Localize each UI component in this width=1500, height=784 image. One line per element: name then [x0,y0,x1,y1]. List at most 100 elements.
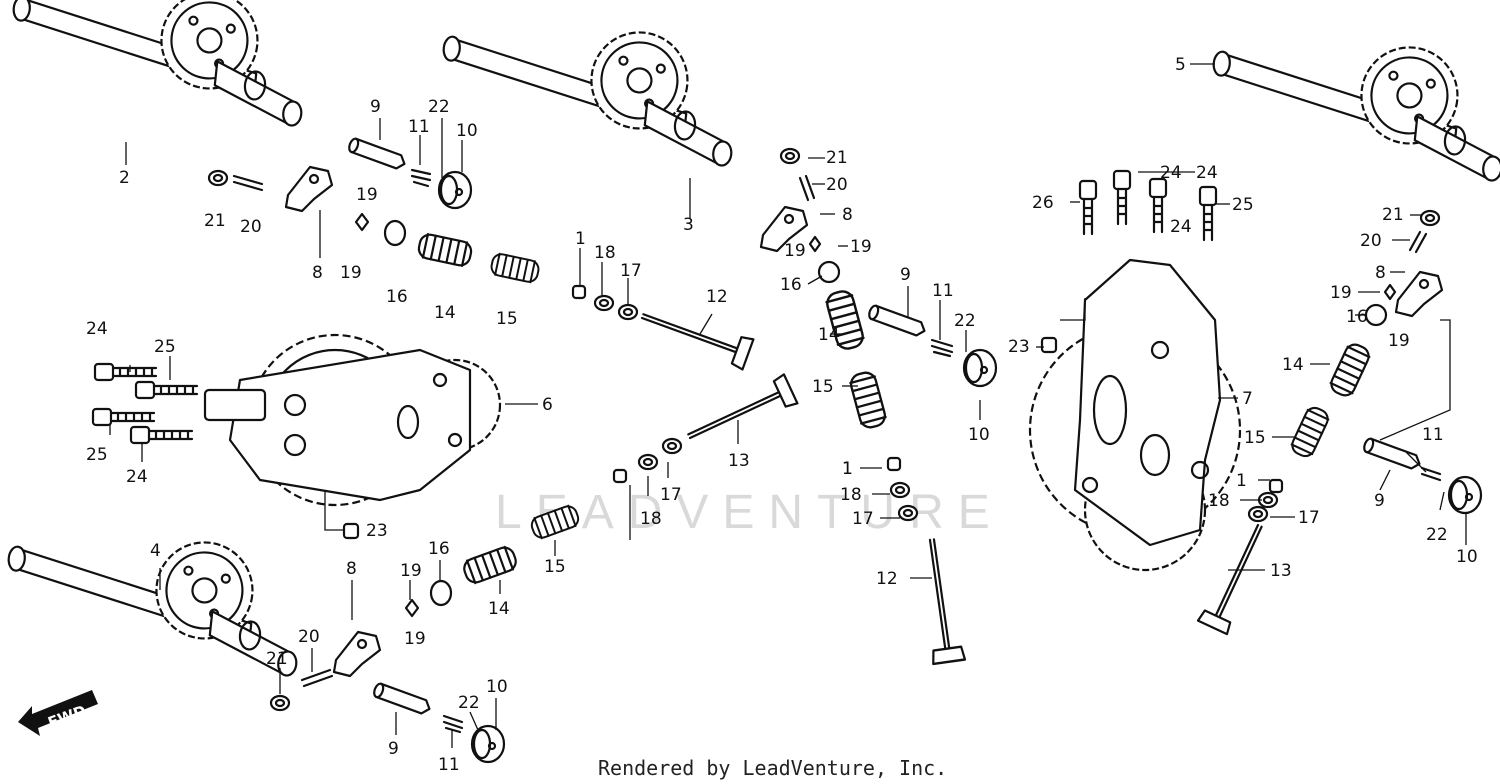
callout: 24 [86,319,108,339]
valve-parts-center-bottom [612,437,683,484]
cap-16-upper [383,219,407,247]
spring-14-upper [415,231,475,269]
capnut-10-right [1447,475,1483,515]
callout: 22 [954,311,976,331]
callout: 3 [683,215,694,235]
callout: 21 [266,649,288,669]
camshaft-3 [433,10,745,168]
callout: 19 [356,185,378,205]
callout: 10 [456,121,478,141]
bolt-24-left-bottom [129,425,194,445]
callout: 10 [968,425,990,445]
rocker-shaft-9-lower [371,681,433,717]
callout: 9 [388,739,399,759]
rocker-shaft-9-upper [346,136,408,172]
callout: 21 [826,148,848,168]
callout: 22 [458,693,480,713]
callout: 17 [620,261,642,281]
clip-19-center [808,235,822,253]
callout: 19 [340,263,362,283]
callout: 16 [428,539,450,559]
callout: 19 [784,241,806,261]
callout: 11 [408,117,430,137]
valve-12-center [636,299,755,371]
callout: 26 [1032,193,1054,213]
rocker-shaft-9-center [866,303,928,339]
pin-21-center [779,147,801,165]
capnut-10-upper [437,170,473,210]
callout: 24 [1170,217,1192,237]
callout: 20 [1360,231,1382,251]
callout: 12 [876,569,898,589]
callout: 21 [204,211,226,231]
fwd-arrow: FWD [18,690,98,736]
camshaft-5 [1203,25,1500,183]
spring-15-center [847,369,889,431]
capnut-10-center [962,348,998,388]
valve-12-lower [914,536,967,666]
callout: 22 [428,97,450,117]
callout: 1 [842,459,853,479]
callout: 23 [366,521,388,541]
callout: 14 [488,599,510,619]
bolt-25-right [1198,185,1218,242]
callout: 23 [1008,337,1030,357]
cap-16-right [1364,303,1388,327]
callout: 19 [400,561,422,581]
cap-16-center [817,260,841,284]
callout: 24 [126,467,148,487]
callout: 8 [346,559,357,579]
callout: 18 [594,243,616,263]
spring-11-right [1420,466,1442,482]
callout: 8 [312,263,323,283]
bolt-24-left-top [93,362,158,382]
leader-lines [109,63,1467,748]
callout: 20 [826,175,848,195]
callout: 17 [852,509,874,529]
pin-21-right [1419,209,1441,227]
spring-15-upper [488,251,542,285]
spring-11-lower [442,714,464,734]
rocker-arm-right [1394,270,1444,318]
clip-19-upper [354,212,370,232]
callout: 19 [1388,331,1410,351]
callout: 19 [1330,283,1352,303]
callout: 7 [1242,389,1253,409]
bolt-24-right-a [1112,169,1132,226]
pin-20-lower [300,668,334,688]
camshaft-2 [3,0,315,128]
callout: 20 [240,217,262,237]
clip-19-right [1383,283,1397,301]
callout: 19 [850,237,872,257]
rocker-arm-upper-left [284,165,334,213]
callout: 18 [640,509,662,529]
callout: 2 [119,168,130,188]
pin-20-center [798,174,816,202]
callouts: 2 21 20 9 11 22 10 8 19 19 16 14 15 3 21… [86,55,1478,775]
dowel-23-left [342,522,360,540]
callout: 1 [842,459,853,479]
credit-text: Rendered by LeadVenture, Inc. [598,756,947,780]
callout: 15 [496,309,518,329]
valve-13-center [681,373,799,452]
part-21-pin-2 [207,169,229,187]
callout: 24 [1160,163,1182,183]
callout: 6 [542,395,553,415]
callout: 4 [150,541,161,561]
callout: 13 [1270,561,1292,581]
callout: 14 [1282,355,1304,375]
callout: 18 [840,485,862,505]
spring-14-lower [460,543,520,587]
pin-20-right [1408,230,1428,254]
callout: 25 [86,445,108,465]
callout: 14 [434,303,456,323]
bolt-25-left-bottom [91,407,156,427]
callout: 24 [1196,163,1218,183]
rocker-shaft-9-right [1361,436,1423,472]
capnut-10-lower [470,724,506,764]
callout: 5 [1175,55,1186,75]
callout: 13 [728,451,750,471]
pin-21-lower [269,694,291,712]
callout: 11 [1422,425,1444,445]
